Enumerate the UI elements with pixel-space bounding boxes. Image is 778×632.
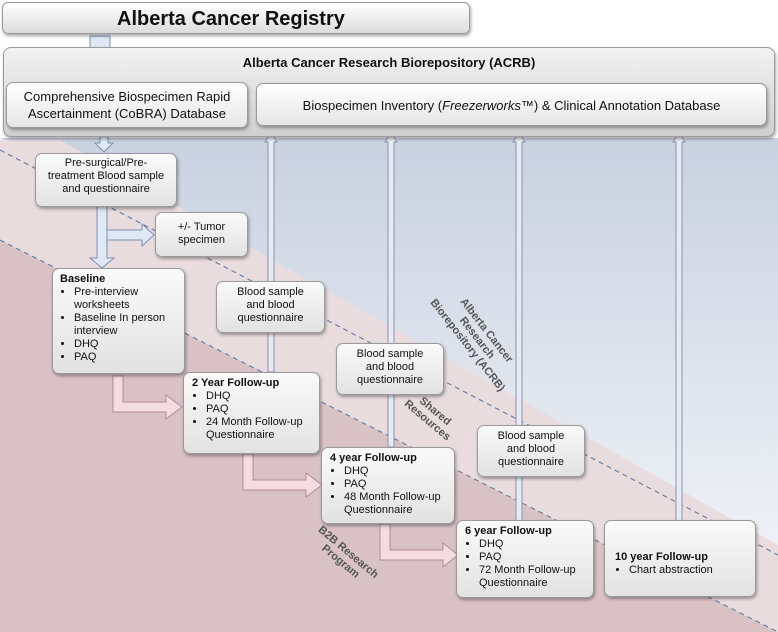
blood-sample-box-1: Blood sample and blood questionnaire [216,281,325,333]
cobra-line-2: Ascertainment (CoBRA) Database [28,106,226,121]
blood-sample-box-2: Blood sample and blood questionnaire [336,343,444,395]
blood-line: questionnaire [356,374,424,386]
followup-4-year-box: 4 year Follow-up DHQ PAQ 48 Month Follow… [321,447,455,524]
tumor-line: +/- Tumor [177,221,226,233]
tumor-branch-arrow [106,222,155,248]
blood-line: and blood [246,299,295,311]
followup-list: DHQ PAQ 72 Month Follow-up Questionnaire [465,538,589,590]
list-item: PAQ [344,478,450,491]
biospecimen-inventory-box: Biospecimen Inventory (Freezerworks™) & … [256,83,767,126]
baseline-list: Pre-interview worksheets Baseline In per… [60,286,180,364]
list-item: 24 Month Follow-up Questionnaire [206,416,315,442]
list-item: Chart abstraction [629,564,751,577]
presurgical-line: treatment Blood sample [47,170,165,182]
list-item: DHQ [206,390,315,403]
followup-6-year-box: 6 year Follow-up DHQ PAQ 72 Month Follow… [456,520,594,598]
blood-line: questionnaire [237,312,304,324]
followup-2-year-box: 2 Year Follow-up DHQ PAQ 24 Month Follow… [183,372,320,454]
alberta-cancer-registry-header: Alberta Cancer Registry [2,2,470,34]
followup-title: 4 year Follow-up [330,452,417,464]
followup-list: DHQ PAQ 24 Month Follow-up Questionnaire [192,390,315,442]
followup-title: 10 year Follow-up [615,551,708,563]
vertical-up-arrows [264,131,686,549]
tumor-line: specimen [177,234,226,246]
baseline-title: Baseline [60,273,106,285]
blood-line: and blood [506,443,556,455]
blood-line: and blood [365,361,415,373]
blood-sample-box-3: Blood sample and blood questionnaire [477,425,585,477]
list-item: DHQ [74,338,180,351]
list-item: PAQ [206,403,315,416]
presurgical-down-arrow [88,205,116,269]
dashed-line-upper [0,149,778,556]
tumor-specimen-box: +/- Tumor specimen [155,212,248,257]
inventory-freezerworks: Freezerworks [442,98,521,113]
followup-title: 2 Year Follow-up [192,377,280,389]
list-item: PAQ [74,351,180,364]
followup-list: Chart abstraction [615,564,751,577]
cobra-database-box: Comprehensive Biospecimen Rapid Ascertai… [6,82,248,128]
list-item: 72 Month Follow-up Questionnaire [479,564,589,590]
pink-elbow-arrows [112,375,459,569]
list-item: Pre-interview worksheets [74,286,180,312]
presurgical-line: and questionnaire [62,183,150,195]
registry-title: Alberta Cancer Registry [117,8,345,30]
inventory-suffix: ™) & Clinical Annotation Database [520,98,721,113]
followup-title: 6 year Follow-up [465,525,552,537]
presurgical-line: Pre-surgical/Pre- [64,157,148,169]
acrb-title: Alberta Cancer Research Biorepository (A… [242,55,536,70]
cobra-line-1: Comprehensive Biospecimen Rapid [23,89,231,104]
list-item: 48 Month Follow-up Questionnaire [344,491,450,517]
blood-line: Blood sample [356,348,424,360]
presurgical-box: Pre-surgical/Pre- treatment Blood sample… [35,153,177,207]
followup-10-year-box: 10 year Follow-up Chart abstraction [604,520,756,597]
list-item: PAQ [479,551,589,564]
inventory-prefix: Biospecimen Inventory ( [302,98,443,113]
blood-line: Blood sample [237,286,304,298]
list-item: Baseline In person interview [74,312,180,338]
followup-list: DHQ PAQ 48 Month Follow-up Questionnaire [330,465,450,517]
blood-line: Blood sample [497,430,565,442]
baseline-box: Baseline Pre-interview worksheets Baseli… [52,268,185,374]
list-item: DHQ [479,538,589,551]
list-item: DHQ [344,465,450,478]
blood-line: questionnaire [497,456,565,468]
